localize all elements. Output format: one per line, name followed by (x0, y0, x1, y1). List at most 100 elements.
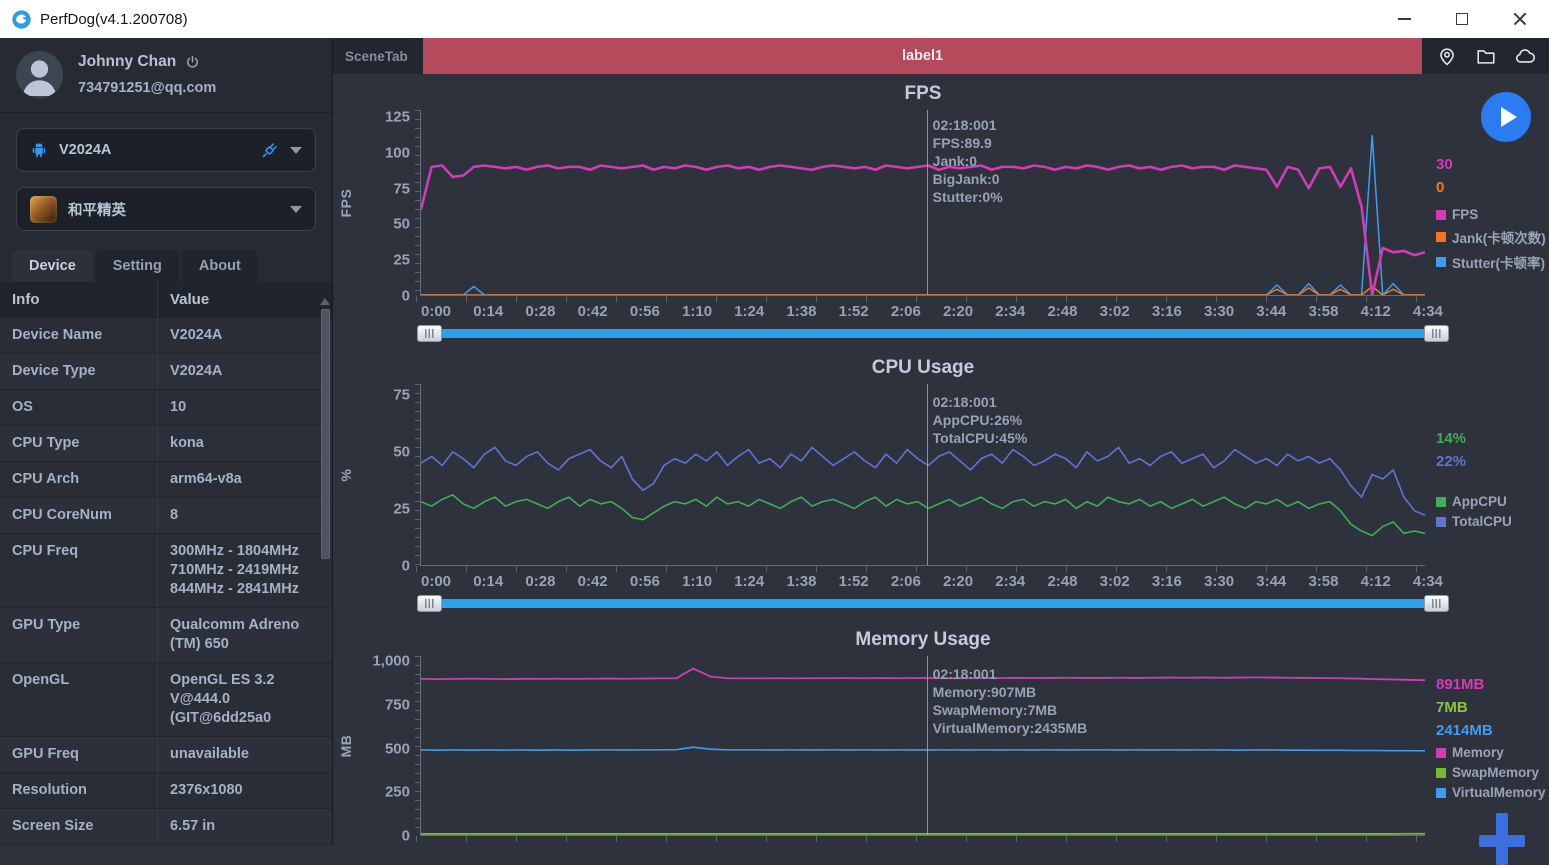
legend-swatch (1436, 788, 1446, 798)
scrollbar-left-handle[interactable] (417, 595, 442, 612)
x-tick-label: 2:48 (1047, 573, 1077, 590)
legend-current-value: 0 (1436, 179, 1549, 196)
table-cell-info: CPU Type (0, 426, 158, 461)
android-icon (30, 141, 48, 159)
x-tick-label: 1:38 (786, 573, 816, 590)
x-tick-label: 1:24 (734, 303, 764, 320)
y-tick-label: 125 (385, 109, 410, 126)
x-tick-label: 1:52 (839, 573, 869, 590)
scrollbar-track[interactable] (442, 599, 1424, 608)
legend-item-jank[interactable]: Jank(卡顿次数) (1436, 227, 1549, 247)
table-cell-value: unavailable (158, 737, 332, 772)
legend-current-value: 22% (1436, 453, 1549, 470)
legend-item-appcpu[interactable]: AppCPU (1436, 494, 1549, 509)
x-tick-label: 1:10 (682, 573, 712, 590)
legend-item-swapmemory[interactable]: SwapMemory (1436, 765, 1549, 780)
close-button[interactable] (1491, 0, 1549, 38)
tooltip-line: BigJank:0 (933, 170, 1003, 188)
table-header: Info Value (0, 282, 332, 317)
time-range-scrollbar[interactable] (417, 595, 1449, 612)
table-scrollbar-thumb[interactable] (321, 309, 330, 559)
series-line-appcpu (421, 495, 1425, 536)
logout-power-icon[interactable] (185, 55, 200, 70)
cloud-icon[interactable] (1514, 45, 1536, 67)
grip-icon (1432, 599, 1442, 608)
scrollbar-track[interactable] (442, 329, 1424, 338)
y-tick-label: 250 (385, 784, 410, 801)
scrollbar-left-handle[interactable] (417, 325, 442, 342)
table-cell-value: 6.57 in (158, 809, 332, 844)
table-cell-info: OpenGL (0, 663, 158, 736)
add-chart-plus-button[interactable] (1479, 813, 1525, 865)
user-card: Johnny Chan 734791251@qq.com (0, 38, 332, 113)
maximize-button[interactable] (1433, 0, 1491, 38)
x-tick-label: 4:12 (1361, 573, 1391, 590)
tooltip-line: Jank:0 (933, 152, 1003, 170)
y-tick-label: 1,000 (372, 653, 410, 670)
x-tick-label: 2:20 (943, 573, 973, 590)
legend-item-memory[interactable]: Memory (1436, 745, 1549, 760)
x-tick-label: 0:56 (630, 573, 660, 590)
caret-down-icon (290, 206, 302, 213)
tab-about[interactable]: About (182, 250, 258, 282)
legend-item-stutter[interactable]: Stutter(卡顿率) (1436, 252, 1549, 272)
y-tick-label: 25 (393, 252, 410, 269)
legend-item-fps[interactable]: FPS (1436, 207, 1549, 222)
tooltip-line: TotalCPU:45% (933, 429, 1028, 447)
x-tick-label: 2:34 (995, 303, 1025, 320)
scrollbar-right-handle[interactable] (1424, 595, 1449, 612)
avatar (16, 51, 63, 98)
device-select[interactable]: V2024A (16, 128, 316, 172)
table-cell-info: Resolution (0, 773, 158, 808)
x-tick-label: 3:58 (1308, 573, 1338, 590)
play-button[interactable] (1481, 92, 1531, 142)
app-select[interactable]: 和平精英 (16, 187, 316, 231)
x-tick-label: 3:16 (1152, 573, 1182, 590)
legend-current-value: 14% (1436, 430, 1549, 447)
tab-device[interactable]: Device (12, 250, 93, 282)
caret-down-icon (290, 147, 302, 154)
scroll-up-icon[interactable] (320, 298, 330, 305)
minimize-button[interactable] (1375, 0, 1433, 38)
legend-item-totalcpu[interactable]: TotalCPU (1436, 514, 1549, 529)
location-icon[interactable] (1436, 45, 1458, 67)
app-select-value: 和平精英 (68, 199, 126, 220)
y-axis-caption: % (333, 384, 359, 566)
table-cell-info: OS (0, 390, 158, 425)
chart-title: FPS (421, 74, 1425, 110)
title-bar: PerfDog(v4.1.200708) (0, 0, 1549, 38)
x-tick-label: 0:28 (525, 303, 555, 320)
legend-swatch (1436, 257, 1446, 267)
time-range-scrollbar[interactable] (417, 325, 1449, 342)
tab-setting[interactable]: Setting (96, 250, 179, 282)
table-cell-info: Screen Size (0, 809, 158, 844)
x-tick-label: 2:06 (891, 573, 921, 590)
minimize-icon (1398, 18, 1411, 20)
series-line-fps (421, 166, 1425, 296)
scrollbar-right-handle[interactable] (1424, 325, 1449, 342)
x-tick-label: 1:10 (682, 303, 712, 320)
legend-item-label: Memory (1452, 745, 1504, 760)
tooltip-line: AppCPU:26% (933, 411, 1028, 429)
close-icon (1513, 12, 1527, 26)
scene-label[interactable]: label1 (423, 38, 1422, 74)
folder-icon[interactable] (1475, 45, 1497, 67)
table-scrollbar[interactable] (320, 298, 330, 841)
usb-cable-icon[interactable] (260, 141, 279, 160)
legend-item-virtualmemory[interactable]: VirtualMemory (1436, 785, 1549, 800)
x-tick-label: 0:14 (473, 573, 503, 590)
play-icon (1501, 107, 1517, 127)
